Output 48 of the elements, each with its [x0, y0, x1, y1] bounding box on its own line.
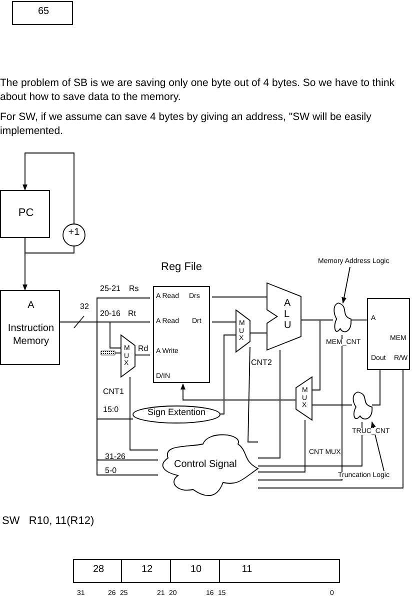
leader-line [342, 266, 350, 304]
logic-cloud [352, 392, 372, 422]
page-number-box: 65 [12, 1, 73, 25]
connector-line [220, 334, 236, 414]
connector-line [258, 350, 280, 458]
signal-label: 32 [80, 303, 89, 311]
connector-line [248, 346, 258, 442]
bit-field-cell: 11 [219, 559, 340, 583]
pc-register-box: PC [0, 190, 50, 238]
signal-label: CNT1 [103, 388, 124, 396]
instruction-memory-box: A Instruction Memory [0, 290, 60, 365]
connector-line [22, 152, 74, 224]
connector-line [258, 370, 404, 488]
bit-field-cell: 28 [73, 559, 122, 583]
hatched-block [101, 351, 115, 355]
connector-line [258, 334, 342, 480]
connector-line [114, 352, 122, 354]
connector-line [250, 332, 268, 334]
connector-line [130, 376, 158, 450]
connector-line [300, 320, 320, 390]
signal-label: 20-16 [100, 310, 120, 318]
signal-label: 5-0 [105, 467, 117, 475]
signal-label: CNT2 [251, 359, 272, 367]
logic-cloud [333, 303, 351, 335]
connector-line [312, 404, 352, 406]
connector-line [134, 354, 150, 356]
bit-field-cell: 10 [170, 559, 220, 583]
signal-label: 15:0 [103, 406, 119, 414]
title: Reg File [161, 262, 202, 273]
signal-label: Rt [128, 310, 136, 318]
connector-line [180, 383, 296, 400]
connector-line [258, 420, 306, 472]
signal-label: 31-26 [105, 453, 126, 461]
connector-line [24, 238, 74, 254]
paragraph: The problem of SB is we are saving only one byte out of 4 bytes. So we have to think about how to save data to the memory. [0, 77, 395, 104]
cloud-label: Control Signal [174, 460, 237, 470]
signal-label: SW R10, 11(R12) [2, 516, 94, 527]
connector-line [212, 296, 268, 298]
connector-line [258, 422, 362, 466]
bit-field-cell: 12 [121, 559, 171, 583]
sign-extension-ellipse: Sign Extention [133, 406, 220, 423]
signal-label: 25-21 [100, 285, 120, 293]
connector-line [372, 370, 380, 406]
signal-label: Rs [129, 285, 139, 293]
increment-circle: +1 [63, 224, 85, 246]
signal-label: Rd [138, 345, 148, 353]
paragraph: For SW, if we assume can save 4 bytes by giving an address, "SW will be easily implemented. [0, 111, 372, 138]
alu-shape: ALU [267, 283, 301, 350]
